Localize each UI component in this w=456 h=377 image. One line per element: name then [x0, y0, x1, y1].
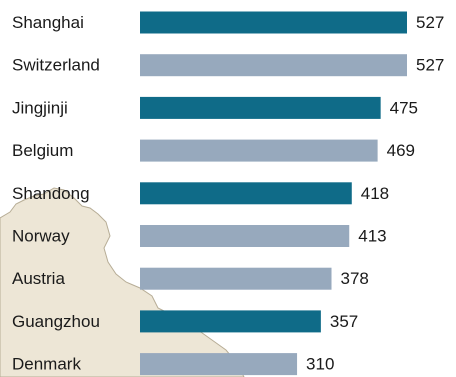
value-label: 357	[330, 312, 358, 331]
value-label: 469	[387, 141, 415, 160]
value-label: 413	[358, 227, 386, 246]
category-label: Austria	[12, 269, 65, 288]
bar	[140, 225, 350, 247]
value-label: 527	[416, 56, 444, 75]
category-label: Jingjinji	[12, 98, 68, 117]
value-label: 378	[341, 269, 369, 288]
category-label: Shandong	[12, 184, 90, 203]
value-label: 475	[390, 98, 418, 117]
category-label: Belgium	[12, 141, 73, 160]
bar	[140, 11, 407, 34]
bar	[140, 267, 332, 290]
bar	[140, 96, 381, 119]
value-label: 310	[306, 355, 334, 374]
bar	[140, 182, 352, 205]
bar	[140, 353, 298, 376]
category-label: Norway	[12, 227, 70, 246]
category-label: Shanghai	[12, 13, 84, 32]
value-label: 418	[361, 184, 389, 203]
category-label: Guangzhou	[12, 312, 100, 331]
category-label: Denmark	[12, 355, 81, 374]
bar	[140, 139, 378, 162]
value-label: 527	[416, 13, 444, 32]
bar	[140, 310, 321, 333]
bar	[140, 54, 407, 77]
category-label: Switzerland	[12, 56, 100, 75]
